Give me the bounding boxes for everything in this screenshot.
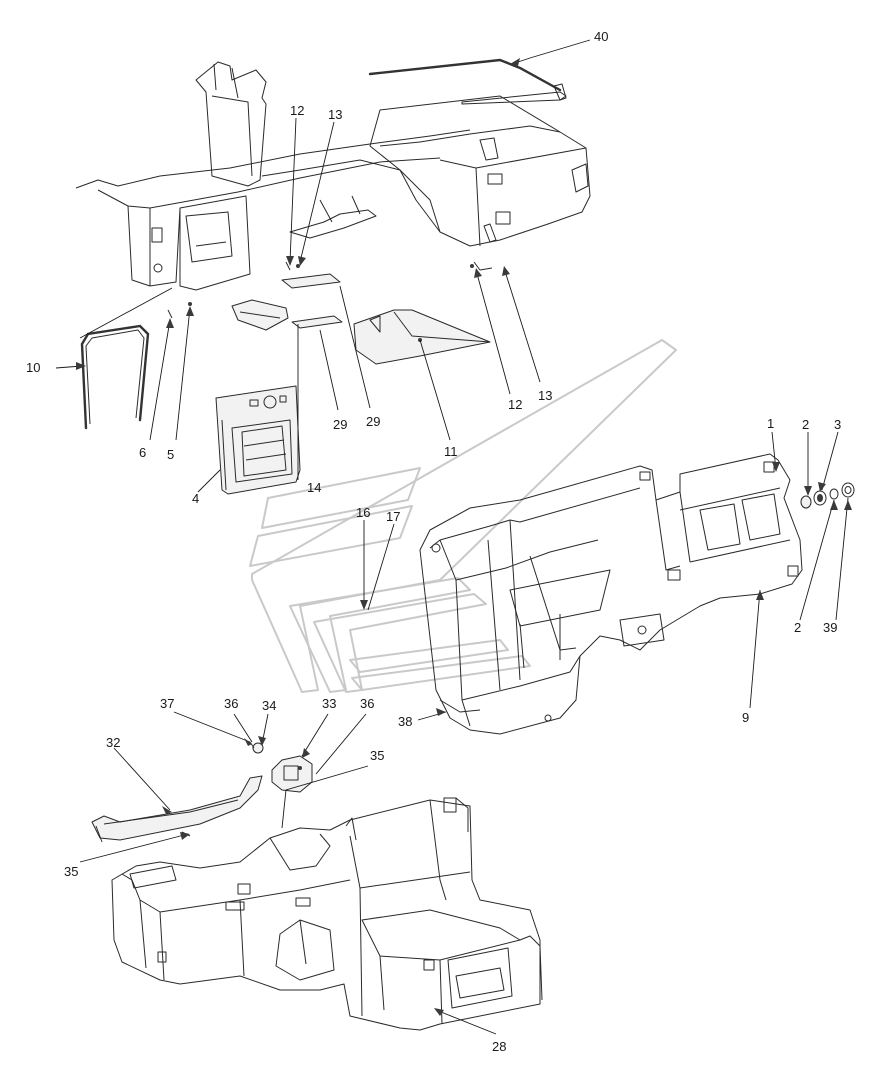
part-40-rod [368, 58, 567, 105]
callout-13-right: 13 [538, 388, 552, 403]
callout-labels: 40 12 13 10 6 5 29 29 11 12 13 14 4 1 2 … [26, 29, 841, 1054]
part-10-handle [80, 324, 150, 430]
callout-6: 6 [139, 445, 146, 460]
callout-34: 34 [262, 698, 276, 713]
callout-13: 13 [328, 107, 342, 122]
leader-lines [55, 39, 849, 1035]
watermark-logo [249, 339, 677, 693]
callout-36-left: 36 [224, 696, 238, 711]
center-right-frame [419, 453, 803, 735]
callout-28: 28 [492, 1039, 506, 1054]
callout-36-right: 36 [360, 696, 374, 711]
callout-16: 16 [356, 505, 370, 520]
callout-38: 38 [398, 714, 412, 729]
callout-37: 37 [160, 696, 174, 711]
callout-32: 32 [106, 735, 120, 750]
callout-12-right: 12 [508, 397, 522, 412]
top-frame-assembly [75, 61, 591, 291]
lower-frame-assembly [111, 797, 543, 1031]
parts-2-3-39-fasteners [800, 482, 855, 509]
middle-small-parts [167, 261, 493, 365]
callout-14: 14 [307, 480, 321, 495]
callout-17: 17 [386, 509, 400, 524]
callout-3: 3 [834, 417, 841, 432]
callout-10: 10 [26, 360, 40, 375]
callout-35-right: 35 [370, 748, 384, 763]
callout-5: 5 [167, 447, 174, 462]
arrow-heads [76, 58, 852, 1016]
callout-29-right: 29 [366, 414, 380, 429]
callout-4: 4 [192, 491, 199, 506]
callout-12: 12 [290, 103, 304, 118]
callout-11: 11 [444, 444, 458, 459]
callout-9: 9 [742, 710, 749, 725]
callout-2-bottom: 2 [794, 620, 801, 635]
callout-1: 1 [767, 416, 774, 431]
callout-2-top: 2 [802, 417, 809, 432]
part-4-panel [215, 385, 301, 495]
callout-40: 40 [594, 29, 608, 44]
lower-small-parts [91, 741, 313, 843]
callout-39: 39 [823, 620, 837, 635]
callout-33: 33 [322, 696, 336, 711]
callout-29-left: 29 [333, 417, 347, 432]
callout-35-left: 35 [64, 864, 78, 879]
